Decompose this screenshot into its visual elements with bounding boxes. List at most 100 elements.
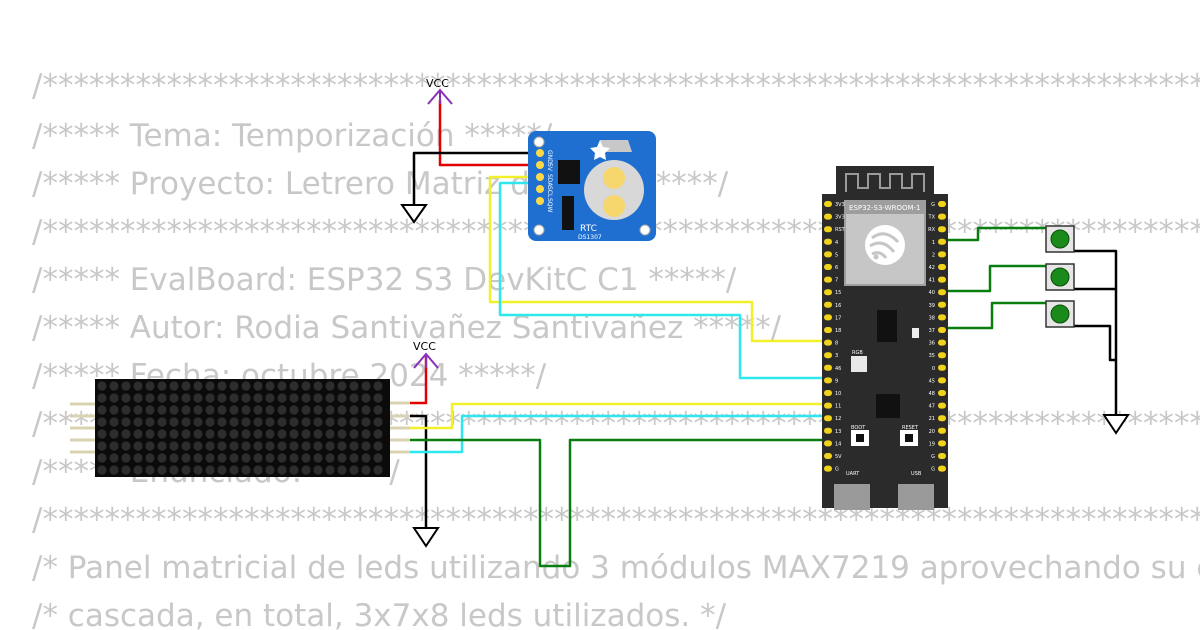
led-dot [181, 381, 191, 391]
led-dot [325, 405, 335, 415]
right-pin-pad[interactable] [938, 276, 946, 283]
wire-rtc-sda[interactable] [488, 175, 830, 343]
esp32-board[interactable]: ESP32-S3-WROOM-1 RGB BOOT RESET UART USB… [822, 166, 948, 510]
led-dot [313, 465, 323, 475]
led-dot [145, 393, 155, 403]
led-dot [241, 417, 251, 427]
led-dot [217, 405, 227, 415]
right-pin-pad[interactable] [938, 314, 946, 321]
led-dot [277, 405, 287, 415]
uart-port[interactable] [834, 484, 870, 510]
left-pin-pad[interactable] [824, 377, 832, 384]
right-pin-pad[interactable] [938, 453, 946, 459]
led-dot [277, 441, 287, 451]
left-pin-pad[interactable] [824, 251, 832, 258]
right-pin-pad[interactable] [938, 352, 946, 359]
left-pin-label: 4 [835, 240, 838, 246]
left-pin-label: 18 [835, 328, 841, 334]
left-pin-pad[interactable] [824, 276, 832, 283]
right-pin-label: 19 [929, 441, 935, 447]
led-dot [145, 381, 155, 391]
left-pin-pad[interactable] [824, 264, 832, 270]
led-dot [241, 405, 251, 415]
right-pin-pad[interactable] [938, 226, 946, 233]
left-pin-pad[interactable] [824, 465, 832, 472]
usb-port[interactable] [898, 484, 934, 510]
left-pin-pad[interactable] [824, 327, 832, 333]
led-dot [97, 465, 107, 475]
wire-rtc-gnd[interactable] [412, 151, 540, 205]
left-pin-pad[interactable] [824, 415, 832, 422]
wire-buttons-gnd[interactable] [1074, 249, 1118, 415]
left-pin-pad[interactable] [824, 402, 832, 409]
led-dot [157, 417, 167, 427]
push-button-1[interactable] [1045, 225, 1075, 253]
right-pin-pad[interactable] [938, 402, 946, 409]
led-dot [97, 381, 107, 391]
led-dot [349, 453, 359, 463]
led-dot [313, 429, 323, 439]
right-pin-pad[interactable] [938, 377, 946, 384]
rtc-pin-5v: 5V [546, 163, 553, 172]
right-pin-pad[interactable] [938, 201, 946, 207]
right-pin-pad[interactable] [938, 301, 946, 308]
left-pin-pad[interactable] [824, 226, 832, 233]
led-dot [241, 465, 251, 475]
led-dot [157, 393, 167, 403]
right-pin-pad[interactable] [938, 465, 946, 472]
right-pin-pad[interactable] [938, 390, 946, 396]
push-button-2[interactable] [1045, 263, 1075, 291]
wire-matrix-din[interactable] [392, 402, 830, 430]
led-dot [109, 441, 119, 451]
right-pin-pad[interactable] [938, 289, 946, 296]
led-dot [301, 441, 311, 451]
right-pin-pad[interactable] [938, 364, 946, 371]
right-pin-pad[interactable] [938, 427, 946, 434]
led-matrix-module[interactable] [70, 379, 410, 477]
left-pin-pad[interactable] [824, 364, 832, 371]
left-pin-pad[interactable] [824, 238, 832, 245]
led-dot [217, 393, 227, 403]
right-pin-pad[interactable] [938, 440, 946, 447]
right-pin-pad[interactable] [938, 264, 946, 270]
right-pin-pad[interactable] [938, 238, 946, 245]
right-pin-pad[interactable] [938, 415, 946, 422]
rgb-label: RGB [852, 350, 863, 356]
right-pin-pad[interactable] [938, 327, 946, 333]
led-dot [169, 393, 179, 403]
left-pin-pad[interactable] [824, 352, 832, 359]
led-dot [205, 393, 215, 403]
right-pin-pad[interactable] [938, 251, 946, 258]
left-pin-pad[interactable] [824, 427, 832, 434]
wire-button-1[interactable] [940, 226, 1046, 242]
led-dot [229, 465, 239, 475]
led-dot [109, 453, 119, 463]
wire-button-3[interactable] [940, 301, 1046, 330]
vcc-symbol-top: VCC [426, 77, 453, 105]
rtc-module[interactable]: GND 5V SDA SCL SQW RTC DS1307 [528, 131, 656, 241]
push-button-3[interactable] [1045, 300, 1075, 328]
left-pin-pad[interactable] [824, 213, 832, 220]
left-pin-pad[interactable] [824, 289, 832, 296]
right-pin-pad[interactable] [938, 339, 946, 346]
left-pin-pad[interactable] [824, 440, 832, 447]
left-pin-pad[interactable] [824, 453, 832, 459]
led-dot [229, 417, 239, 427]
led-dot [337, 393, 347, 403]
led-dot [325, 441, 335, 451]
led-dot [373, 393, 383, 403]
wire-button-2[interactable] [940, 264, 1046, 293]
wire-rtc-vcc[interactable] [438, 100, 540, 167]
left-pin-pad[interactable] [824, 201, 832, 207]
left-pin-pad[interactable] [824, 390, 832, 396]
wire-matrix-cs[interactable] [392, 414, 830, 454]
led-dot [277, 465, 287, 475]
left-pin-pad[interactable] [824, 339, 832, 346]
right-pin-pad[interactable] [938, 213, 946, 220]
wire-rtc-scl[interactable] [498, 181, 830, 380]
left-pin-pad[interactable] [824, 314, 832, 321]
led-dot [121, 417, 131, 427]
wire-matrix-clk[interactable] [392, 438, 830, 568]
left-pin-pad[interactable] [824, 301, 832, 308]
led-dot [109, 381, 119, 391]
